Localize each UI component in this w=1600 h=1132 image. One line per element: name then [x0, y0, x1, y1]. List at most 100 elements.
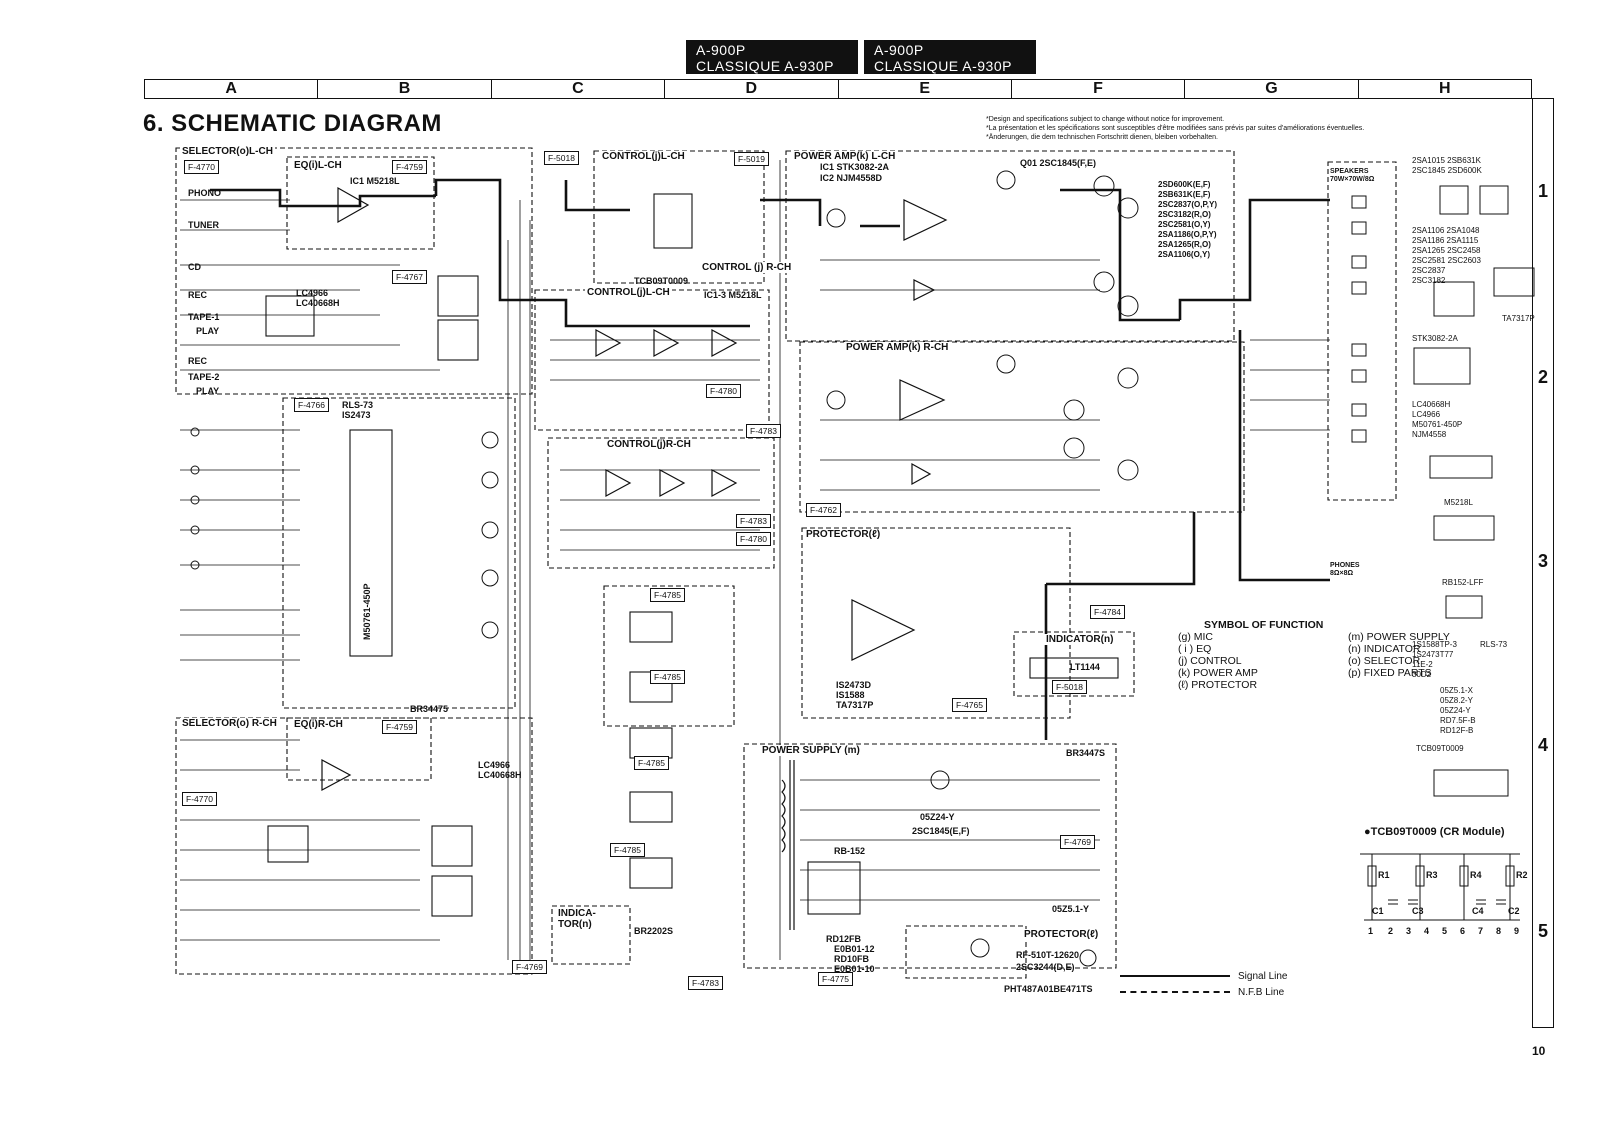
part-name: LC4966 — [1412, 410, 1441, 419]
pin-number: 7 — [1478, 926, 1484, 936]
part-label: IC2 NJM4558D — [820, 173, 883, 183]
page-number: 10 — [1532, 1044, 1546, 1058]
symbol-of-function-title: SYMBOL OF FUNCTION — [1204, 619, 1324, 631]
column-grid-bar: A B C D E F G H — [144, 79, 1532, 99]
part-label: 8Ω×8Ω — [1330, 570, 1354, 577]
board-ref: F-4785 — [650, 670, 685, 684]
eq-r-border — [286, 717, 432, 781]
pin-number: 2 — [1388, 926, 1394, 936]
selector-chip-border — [282, 397, 516, 709]
signal-line-sample — [1120, 975, 1230, 977]
part-label: LC40668H — [296, 298, 340, 308]
part-label: RB-152 — [834, 846, 866, 856]
eq-l-border — [286, 156, 435, 250]
part-label: RF-510T-12620 — [1016, 950, 1080, 960]
part-name: M5218L — [1444, 498, 1473, 507]
function-symbol: (g) MIC — [1178, 631, 1213, 643]
part-label: E0B01-10 — [834, 964, 875, 974]
grid-column: C — [492, 80, 666, 98]
part-name: 30D2 — [1412, 670, 1432, 679]
part-name: 2SC2581 2SC2603 — [1412, 256, 1481, 265]
model-name: A-900P — [874, 42, 924, 58]
block-label-eq-l: EQ(i)L-CH — [292, 160, 344, 171]
grid-column: E — [839, 80, 1012, 98]
board-ref: F-4785 — [650, 588, 685, 602]
capacitor-label: C1 — [1372, 906, 1384, 916]
part-label: 2SB631K(E,F) — [1158, 190, 1211, 199]
part-name: 2SA1015 2SB631K — [1412, 156, 1481, 165]
input-label: PLAY — [196, 386, 220, 396]
board-ref: F-4759 — [382, 720, 417, 734]
pin-number: 5 — [1442, 926, 1448, 936]
part-label: 05Z24-Y — [920, 812, 955, 822]
grid-column: B — [318, 80, 492, 98]
nfb-line-label: N.F.B Line — [1238, 986, 1285, 998]
input-label: PLAY — [196, 326, 220, 336]
board-ref: F-5019 — [734, 152, 769, 166]
notice-line: *La présentation et les spécifications s… — [986, 125, 1365, 132]
part-label: 2SC2581(O,Y) — [1158, 220, 1211, 229]
part-label: LC4966 — [296, 288, 329, 298]
pin-number: 8 — [1496, 926, 1502, 936]
part-label: BR3447S — [1066, 748, 1106, 758]
selector-r-border — [175, 717, 533, 975]
part-label: IC1 M5218L — [350, 176, 400, 186]
board-ref: F-4759 — [392, 160, 427, 174]
block-label-control-r-top: CONTROL (j) R-CH — [700, 262, 794, 273]
part-name: RB152-LFF — [1442, 578, 1484, 587]
grid-column: A — [145, 80, 319, 98]
function-symbol: (k) POWER AMP — [1178, 667, 1258, 679]
grid-column: G — [1185, 80, 1359, 98]
part-label: RLS-73 — [342, 400, 374, 410]
part-label: 2SA1265(R,O) — [1158, 240, 1211, 249]
model-header-right: A-900P CLASSIQUE A-930P — [864, 40, 1036, 74]
block-label-protector-bottom: PROTECTOR(ℓ) — [1022, 929, 1101, 940]
protector-top-border — [801, 527, 1071, 719]
block-label-selector-l: SELECTOR(o)L-CH — [180, 146, 275, 157]
part-name: 1S1588TP-3 — [1412, 640, 1457, 649]
input-label: TUNER — [188, 220, 219, 230]
part-label: 2SC3244(D,E) — [1016, 962, 1075, 972]
board-ref: F-4769 — [1060, 835, 1095, 849]
model-name: A-900P — [696, 42, 746, 58]
board-ref: F-4775 — [818, 972, 853, 986]
function-symbol: (ℓ) PROTECTOR — [1178, 679, 1258, 691]
pin-number: 4 — [1424, 926, 1430, 936]
part-label: 2SD600K(E,F) — [1158, 180, 1211, 189]
block-label-control-r: CONTROL(j)R-CH — [605, 439, 693, 450]
grid-row: 1 — [1537, 181, 1548, 201]
function-symbol: (o) SELECTOR — [1348, 655, 1421, 667]
board-ref: F-4783 — [746, 424, 781, 438]
board-ref: F-4783 — [736, 514, 771, 528]
part-name: 2SC3182 — [1412, 276, 1446, 285]
part-label: IC1-3 M5218L — [704, 290, 762, 300]
part-label: PHONES — [1330, 562, 1360, 569]
capacitor-label: C3 — [1412, 906, 1424, 916]
part-label: 2SC1845(E,F) — [912, 826, 970, 836]
part-label: RD10FB — [834, 954, 870, 964]
part-label: LC4966 — [478, 760, 511, 770]
part-name: 05Z8.2-Y — [1440, 696, 1473, 705]
part-name: RD12F-B — [1440, 726, 1474, 735]
part-label: PHT487A01BE471TS — [1004, 984, 1093, 994]
notice-line: *Design and specifications subject to ch… — [986, 116, 1225, 123]
board-ref: F-4769 — [512, 960, 547, 974]
part-name: 2SA1186 2SA1115 — [1412, 236, 1479, 245]
grid-column: D — [665, 80, 839, 98]
signal-line-label: Signal Line — [1238, 970, 1288, 982]
part-name: 1S2473T77 — [1412, 650, 1454, 659]
function-symbol: (m) POWER SUPPLY — [1348, 631, 1450, 643]
part-label: 05Z5.1-Y — [1052, 904, 1090, 914]
block-label-control-l: CONTROL(j)L-CH — [585, 287, 672, 298]
part-name: 05Z24-Y — [1440, 706, 1471, 715]
indicator-border — [1013, 631, 1135, 697]
nfb-line-sample — [1120, 991, 1230, 993]
specification-notice: *Design and specifications subject to ch… — [986, 115, 1406, 142]
protector-bottom-border — [905, 925, 1027, 979]
part-label: IS1588 — [836, 690, 865, 700]
resistor-label: R3 — [1426, 870, 1438, 880]
part-label: LC40668H — [478, 770, 522, 780]
part-label: IC1 STK3082-2A — [820, 162, 890, 172]
grid-row: 5 — [1537, 921, 1548, 941]
part-name: RLS-73 — [1480, 640, 1508, 649]
